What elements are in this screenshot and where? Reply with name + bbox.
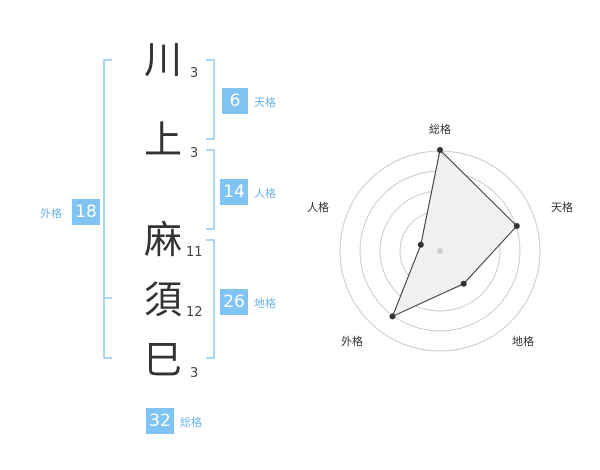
radar-area <box>391 148 518 318</box>
radar-axis-label-tenkaku: 天格 <box>551 201 573 214</box>
radar-axis-label-jinkaku: 人格 <box>307 201 329 214</box>
soukaku-label: 総格 <box>180 416 202 429</box>
bracket-tenkaku <box>206 59 215 140</box>
radar-axis-label-gaikaku: 外格 <box>341 335 363 348</box>
name-char-1: 川 <box>143 38 182 82</box>
radar-point-0 <box>437 147 443 153</box>
bracket-jinkaku <box>206 149 215 230</box>
stroke-count-1: 3 <box>190 66 199 81</box>
name-char-4: 須 <box>143 278 182 322</box>
chikaku-label: 地格 <box>254 297 276 310</box>
radar-axis-label-soukaku: 総格 <box>429 123 451 136</box>
gaikaku-label: 外格 <box>40 207 62 220</box>
jinkaku-badge: 14 <box>220 179 248 205</box>
stroke-count-2: 3 <box>190 146 199 161</box>
radar-points <box>389 147 520 320</box>
radar-point-2 <box>460 280 467 287</box>
name-char-2: 上 <box>143 118 182 162</box>
name-char-5: 巳 <box>143 338 182 382</box>
bracket-chikaku <box>206 239 215 359</box>
radar-center-dot <box>437 248 443 254</box>
gaikaku-badge: 18 <box>72 199 100 225</box>
radar-point-4 <box>417 241 424 248</box>
tenkaku-badge: 6 <box>222 88 248 114</box>
jinkaku-label: 人格 <box>254 187 276 200</box>
radar-point-3 <box>389 313 396 320</box>
stroke-count-5: 3 <box>190 366 199 381</box>
radar-axis-label-chikaku: 地格 <box>512 335 534 348</box>
radar-point-1 <box>513 223 520 229</box>
chikaku-badge: 26 <box>220 289 248 315</box>
stroke-count-4: 12 <box>186 305 203 320</box>
tenkaku-label: 天格 <box>254 96 276 109</box>
bracket-gaikaku <box>103 59 112 359</box>
name-char-3: 麻 <box>143 218 182 262</box>
stroke-count-3: 11 <box>186 245 203 260</box>
soukaku-badge: 32 <box>146 408 174 434</box>
